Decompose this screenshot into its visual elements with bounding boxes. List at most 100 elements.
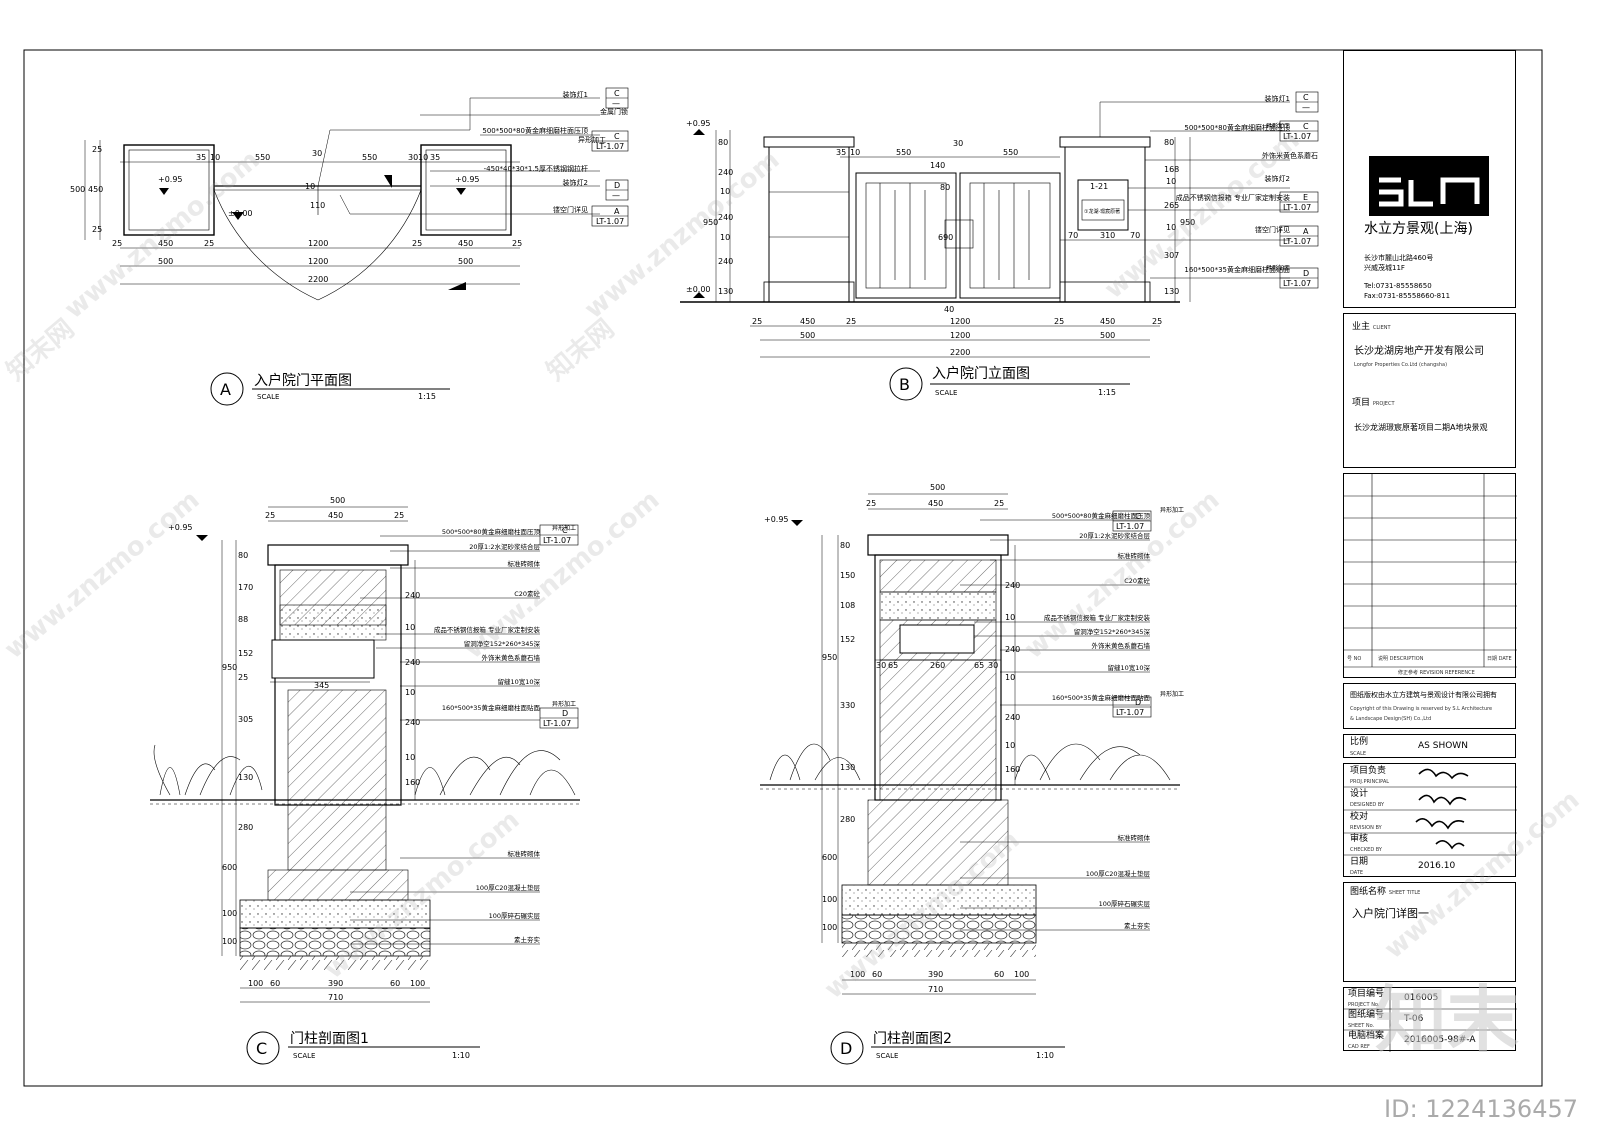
svg-text:1:10: 1:10: [452, 1051, 470, 1060]
company-address-2: 兴威茂城11F: [1364, 264, 1405, 272]
svg-text:标准砖砌体: 标准砖砌体: [508, 849, 541, 858]
principal-label-en: PROJ.PRINCIPAL: [1350, 779, 1390, 785]
svg-text:标准砖砌体: 标准砖砌体: [1118, 833, 1151, 842]
svg-text:+0.95: +0.95: [764, 515, 789, 524]
svg-text:镂空门详见: 镂空门详见: [1255, 225, 1290, 234]
svg-text:307: 307: [1164, 251, 1179, 260]
title-b-letter: B: [899, 375, 910, 394]
section-d-refs: CLT-1.07 DLT-1.07: [1112, 510, 1152, 718]
designer-label: 设计: [1350, 789, 1369, 799]
svg-text:500: 500: [800, 331, 815, 340]
svg-text:1:15: 1:15: [418, 392, 436, 401]
svg-text:30: 30: [953, 139, 963, 148]
svg-text:500*500*80黄金麻细磨柱面压顶: 500*500*80黄金麻细磨柱面压顶: [442, 527, 541, 536]
title-c-letter: C: [256, 1039, 267, 1058]
svg-text:130: 130: [1164, 287, 1179, 296]
svg-text:500: 500: [458, 257, 473, 266]
svg-text:-450*40*30*1.5厚不锈钢钢拉杆: -450*40*30*1.5厚不锈钢钢拉杆: [484, 164, 588, 173]
svg-text:60: 60: [994, 970, 1004, 979]
svg-text:80: 80: [1164, 138, 1174, 147]
client-label-en: CLIENT: [1372, 325, 1391, 331]
svg-text:外饰米黄色系蘑石: 外饰米黄色系蘑石: [1262, 151, 1318, 160]
company-logo: [1369, 156, 1489, 216]
svg-text:70: 70: [1130, 231, 1140, 240]
svg-text:25: 25: [846, 317, 856, 326]
svg-text:100: 100: [222, 909, 237, 918]
section-d-dims-left: 80 150 108 152 330 130 950 280 600 100 1…: [822, 541, 855, 932]
svg-text:25: 25: [752, 317, 762, 326]
svg-text:成品不锈钢信报箱 专业厂家定制安装: 成品不锈钢信报箱 专业厂家定制安装: [1176, 193, 1290, 202]
svg-text:130: 130: [718, 287, 733, 296]
svg-text:500: 500: [330, 496, 345, 505]
svg-text:2200: 2200: [308, 275, 328, 284]
svg-text:160*500*35黄金麻细磨柱面贴面: 160*500*35黄金麻细磨柱面贴面: [1052, 693, 1151, 702]
project-name: 长沙龙湖璟宸原著项目二期A地块景观: [1354, 423, 1488, 432]
svg-text:130: 130: [238, 773, 253, 782]
rev-date-header: 日期 DATE: [1487, 656, 1512, 662]
svg-text:240: 240: [718, 168, 733, 177]
dim: 30: [312, 149, 322, 158]
svg-text:152: 152: [238, 649, 253, 658]
section-c-dims-bottom: 100 60 390 60 100 710: [248, 979, 425, 1002]
company-name: 水立方景观(上海): [1364, 221, 1473, 237]
title-d-text: 门柱剖面图2: [873, 1031, 952, 1047]
svg-text:80: 80: [840, 541, 850, 550]
numbers-grid: [1344, 988, 1517, 1052]
watermark-id: ID: 1224136457: [1384, 1095, 1578, 1123]
svg-text:+0.95: +0.95: [455, 175, 480, 184]
svg-text:SCALE: SCALE: [257, 393, 279, 401]
section-d-dims-bottom: 100 60 390 60 100 710: [850, 970, 1029, 994]
svg-text:—: —: [612, 99, 620, 108]
svg-text:LT-1.07: LT-1.07: [1283, 237, 1311, 246]
svg-text:20厚1:2水泥砂浆结合层: 20厚1:2水泥砂浆结合层: [469, 542, 540, 551]
designer-label-en: DESIGNED BY: [1350, 802, 1385, 808]
date-label: 日期: [1350, 857, 1369, 867]
svg-text:550: 550: [896, 148, 911, 157]
svg-text:500: 500: [70, 185, 85, 194]
svg-text:SCALE: SCALE: [293, 1052, 315, 1060]
svg-text:168: 168: [1164, 165, 1179, 174]
svg-text:450: 450: [800, 317, 815, 326]
svg-text:240: 240: [405, 718, 420, 727]
svg-text:25: 25: [204, 239, 214, 248]
svg-text:110: 110: [310, 201, 325, 210]
svg-text:950: 950: [1180, 218, 1195, 227]
signature-grid: [1344, 768, 1517, 856]
svg-text:330: 330: [840, 701, 855, 710]
svg-text:异形加工: 异形加工: [1266, 122, 1290, 130]
svg-text:130: 130: [840, 763, 855, 772]
svg-text:外饰米黄色系蘑石墙: 外饰米黄色系蘑石墙: [482, 653, 541, 662]
scale-label: 比例: [1350, 737, 1369, 747]
svg-text:LT-1.07: LT-1.07: [543, 536, 571, 545]
section-d-notes: 500*500*80黄金麻细磨柱面压顶 20厚1:2水泥砂浆结合层 标准砖砌体 …: [1044, 506, 1184, 930]
svg-text:950: 950: [703, 218, 718, 227]
svg-text:1200: 1200: [950, 331, 970, 340]
svg-text:25: 25: [512, 239, 522, 248]
svg-text:100: 100: [822, 895, 837, 904]
svg-text:710: 710: [928, 985, 943, 994]
section-c-dims-right: 240 10 240 10 240 10 160: [405, 591, 420, 787]
svg-text:25: 25: [866, 499, 876, 508]
svg-text:100: 100: [222, 937, 237, 946]
company-panel: 水立方景观(上海) 长沙市麓山北路460号 兴威茂城11F Tel:0731-8…: [1343, 50, 1516, 308]
svg-text:100: 100: [410, 979, 425, 988]
svg-text:SCALE: SCALE: [876, 1052, 898, 1060]
svg-text:260: 260: [930, 661, 945, 670]
project-no-label: 项目编号: [1348, 989, 1385, 999]
svg-text:成品不锈钢信报箱 专业厂家定制安装: 成品不锈钢信报箱 专业厂家定制安装: [434, 625, 541, 634]
svg-text:450: 450: [328, 511, 343, 520]
svg-text:88: 88: [238, 615, 248, 624]
svg-text:—: —: [1302, 103, 1310, 112]
plan-a-dims-top: 35 10 550 30 550 30 10 35: [196, 149, 440, 162]
svg-text:留缝10宽10深: 留缝10宽10深: [1107, 663, 1150, 672]
svg-text:10: 10: [405, 623, 415, 632]
reviewer-label-en: REVISION BY: [1350, 825, 1382, 831]
svg-text:170: 170: [238, 583, 253, 592]
svg-text:装饰灯1: 装饰灯1: [563, 90, 588, 99]
svg-text:D: D: [562, 709, 568, 718]
svg-text:240: 240: [1005, 713, 1020, 722]
checker-label-en: CHECKED BY: [1350, 847, 1382, 853]
svg-text:10: 10: [405, 688, 415, 697]
svg-text:100厚C20混凝土垫层: 100厚C20混凝土垫层: [1086, 869, 1151, 878]
svg-text:1200: 1200: [950, 317, 970, 326]
